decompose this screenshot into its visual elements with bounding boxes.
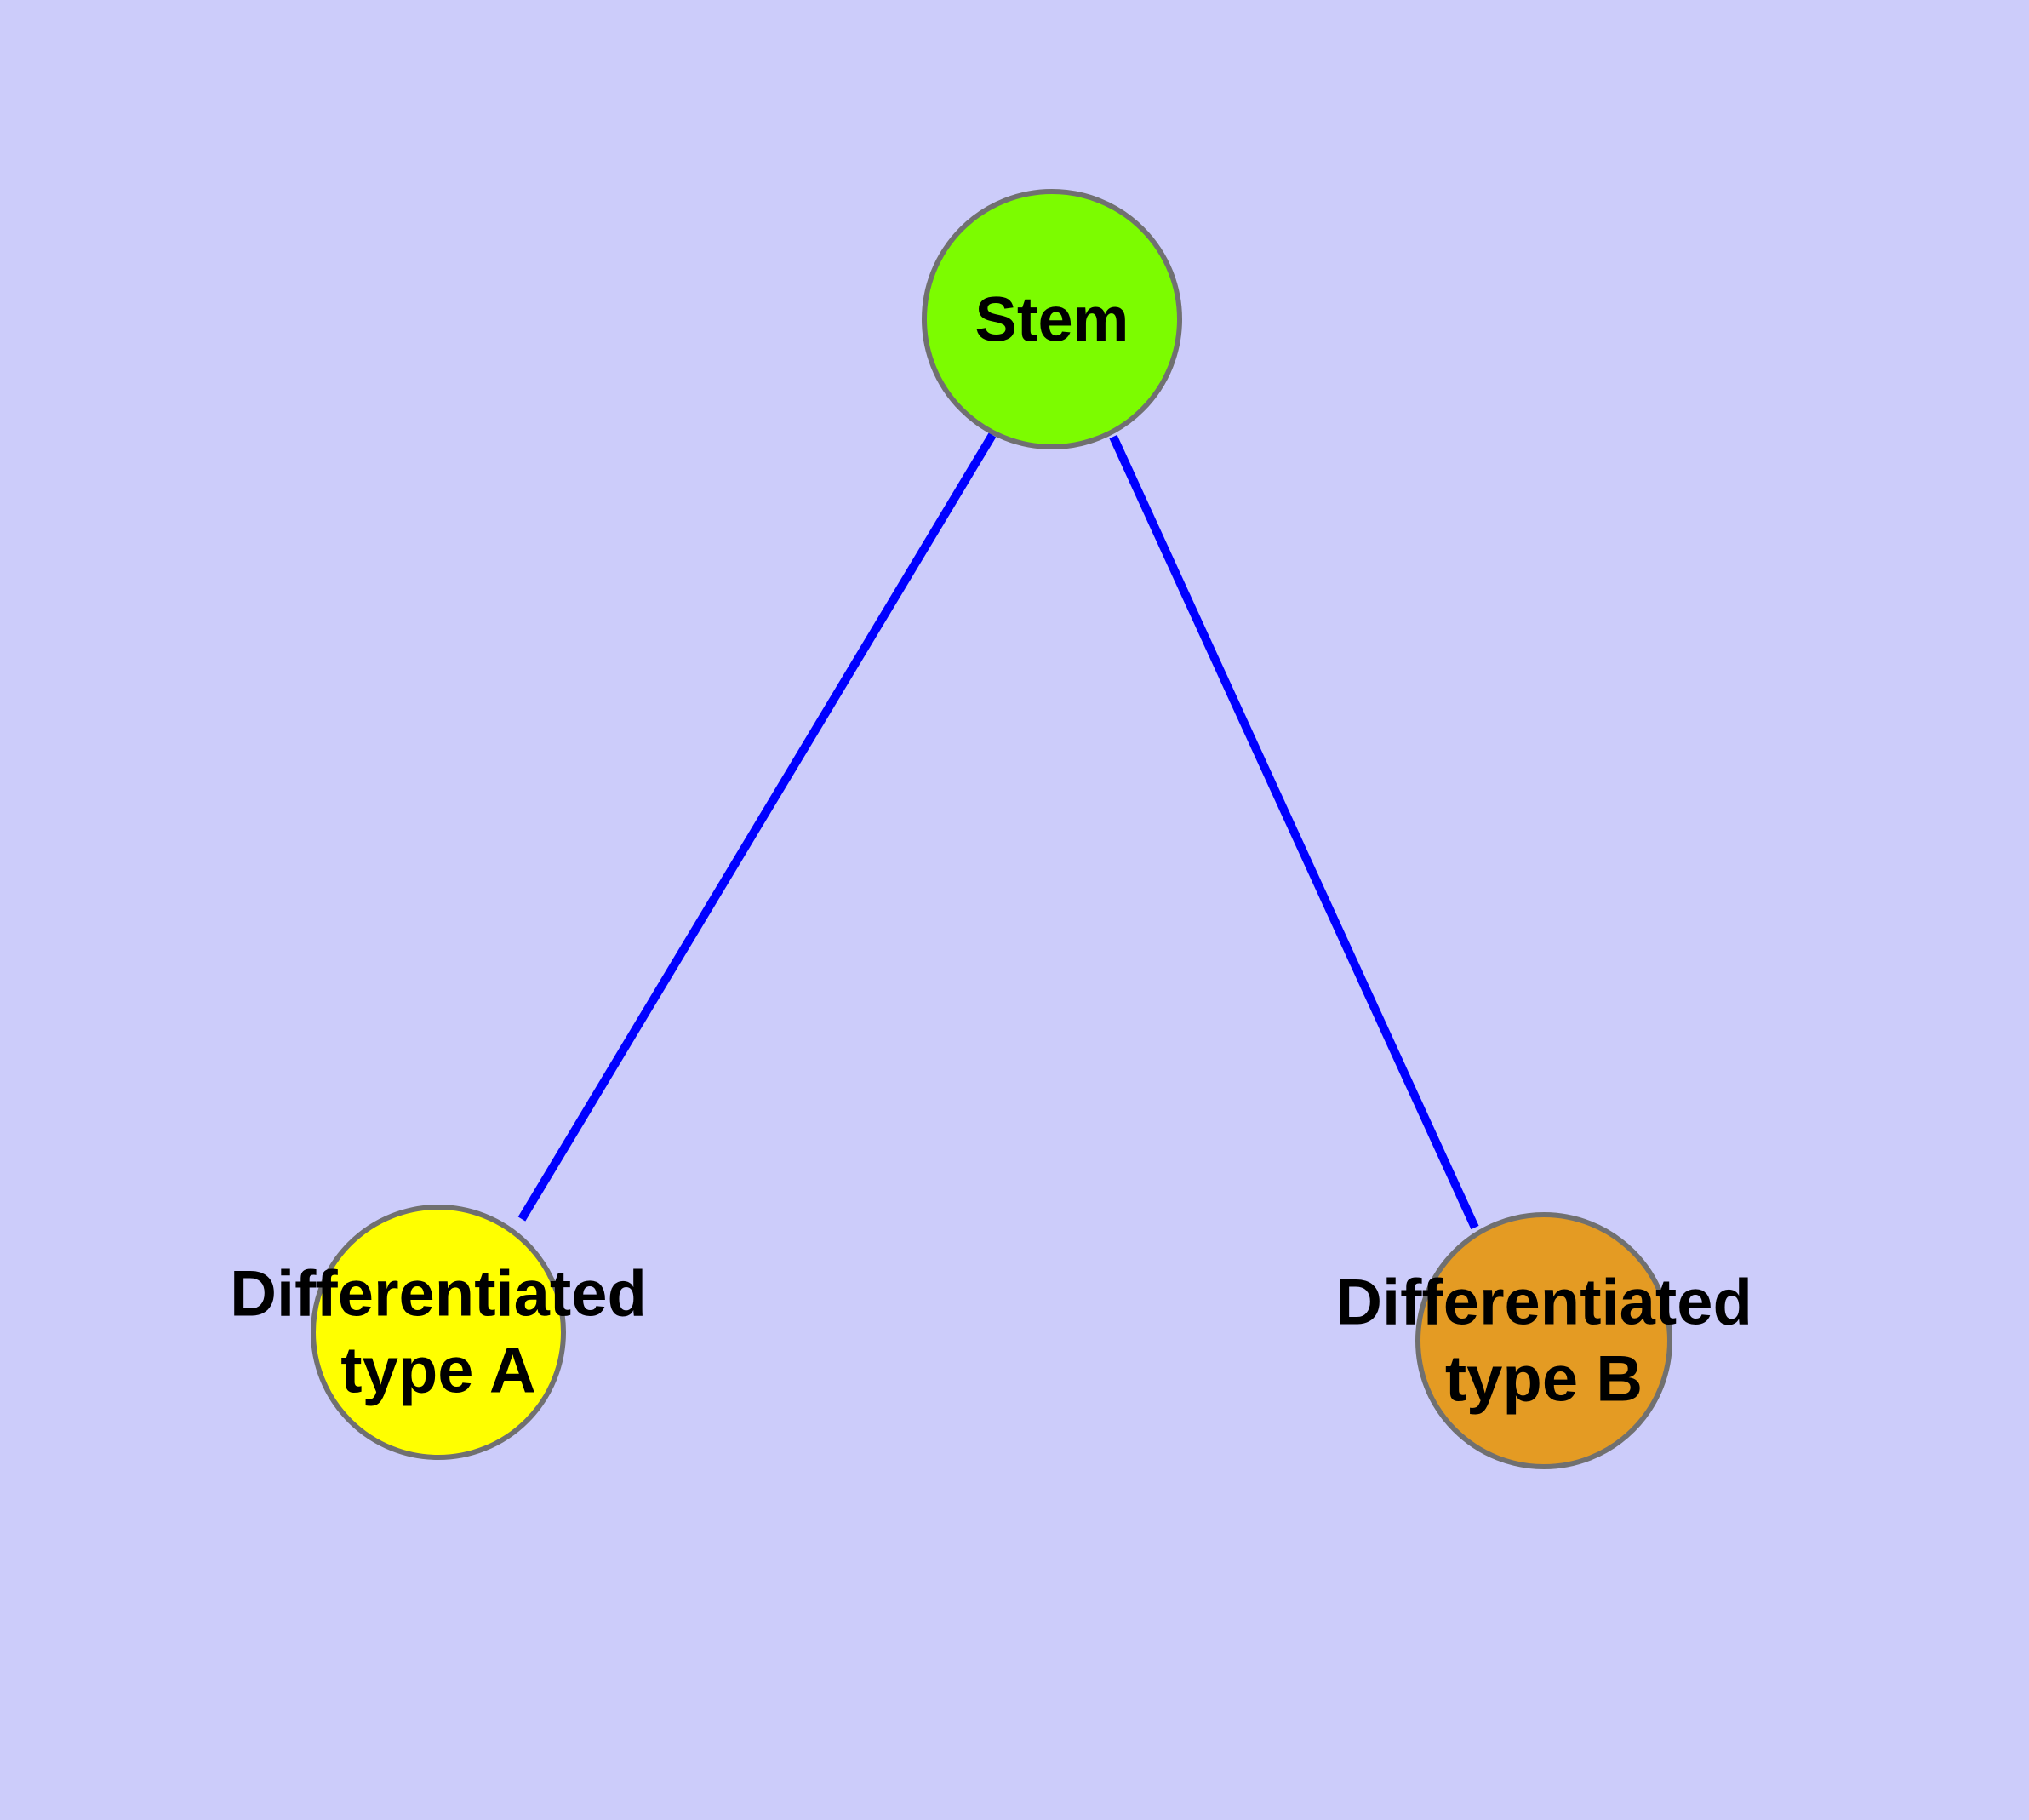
node-label-line-2: type B	[1444, 1342, 1643, 1415]
edge-stem-to-differentiated-type-b	[1109, 434, 1479, 1230]
edge-stem-to-differentiated-type-a	[517, 432, 997, 1222]
node-stem[interactable]: Stem	[922, 189, 1182, 449]
node-label-stem: Stem	[974, 283, 1129, 355]
node-label-line-2: type A	[340, 1334, 536, 1406]
